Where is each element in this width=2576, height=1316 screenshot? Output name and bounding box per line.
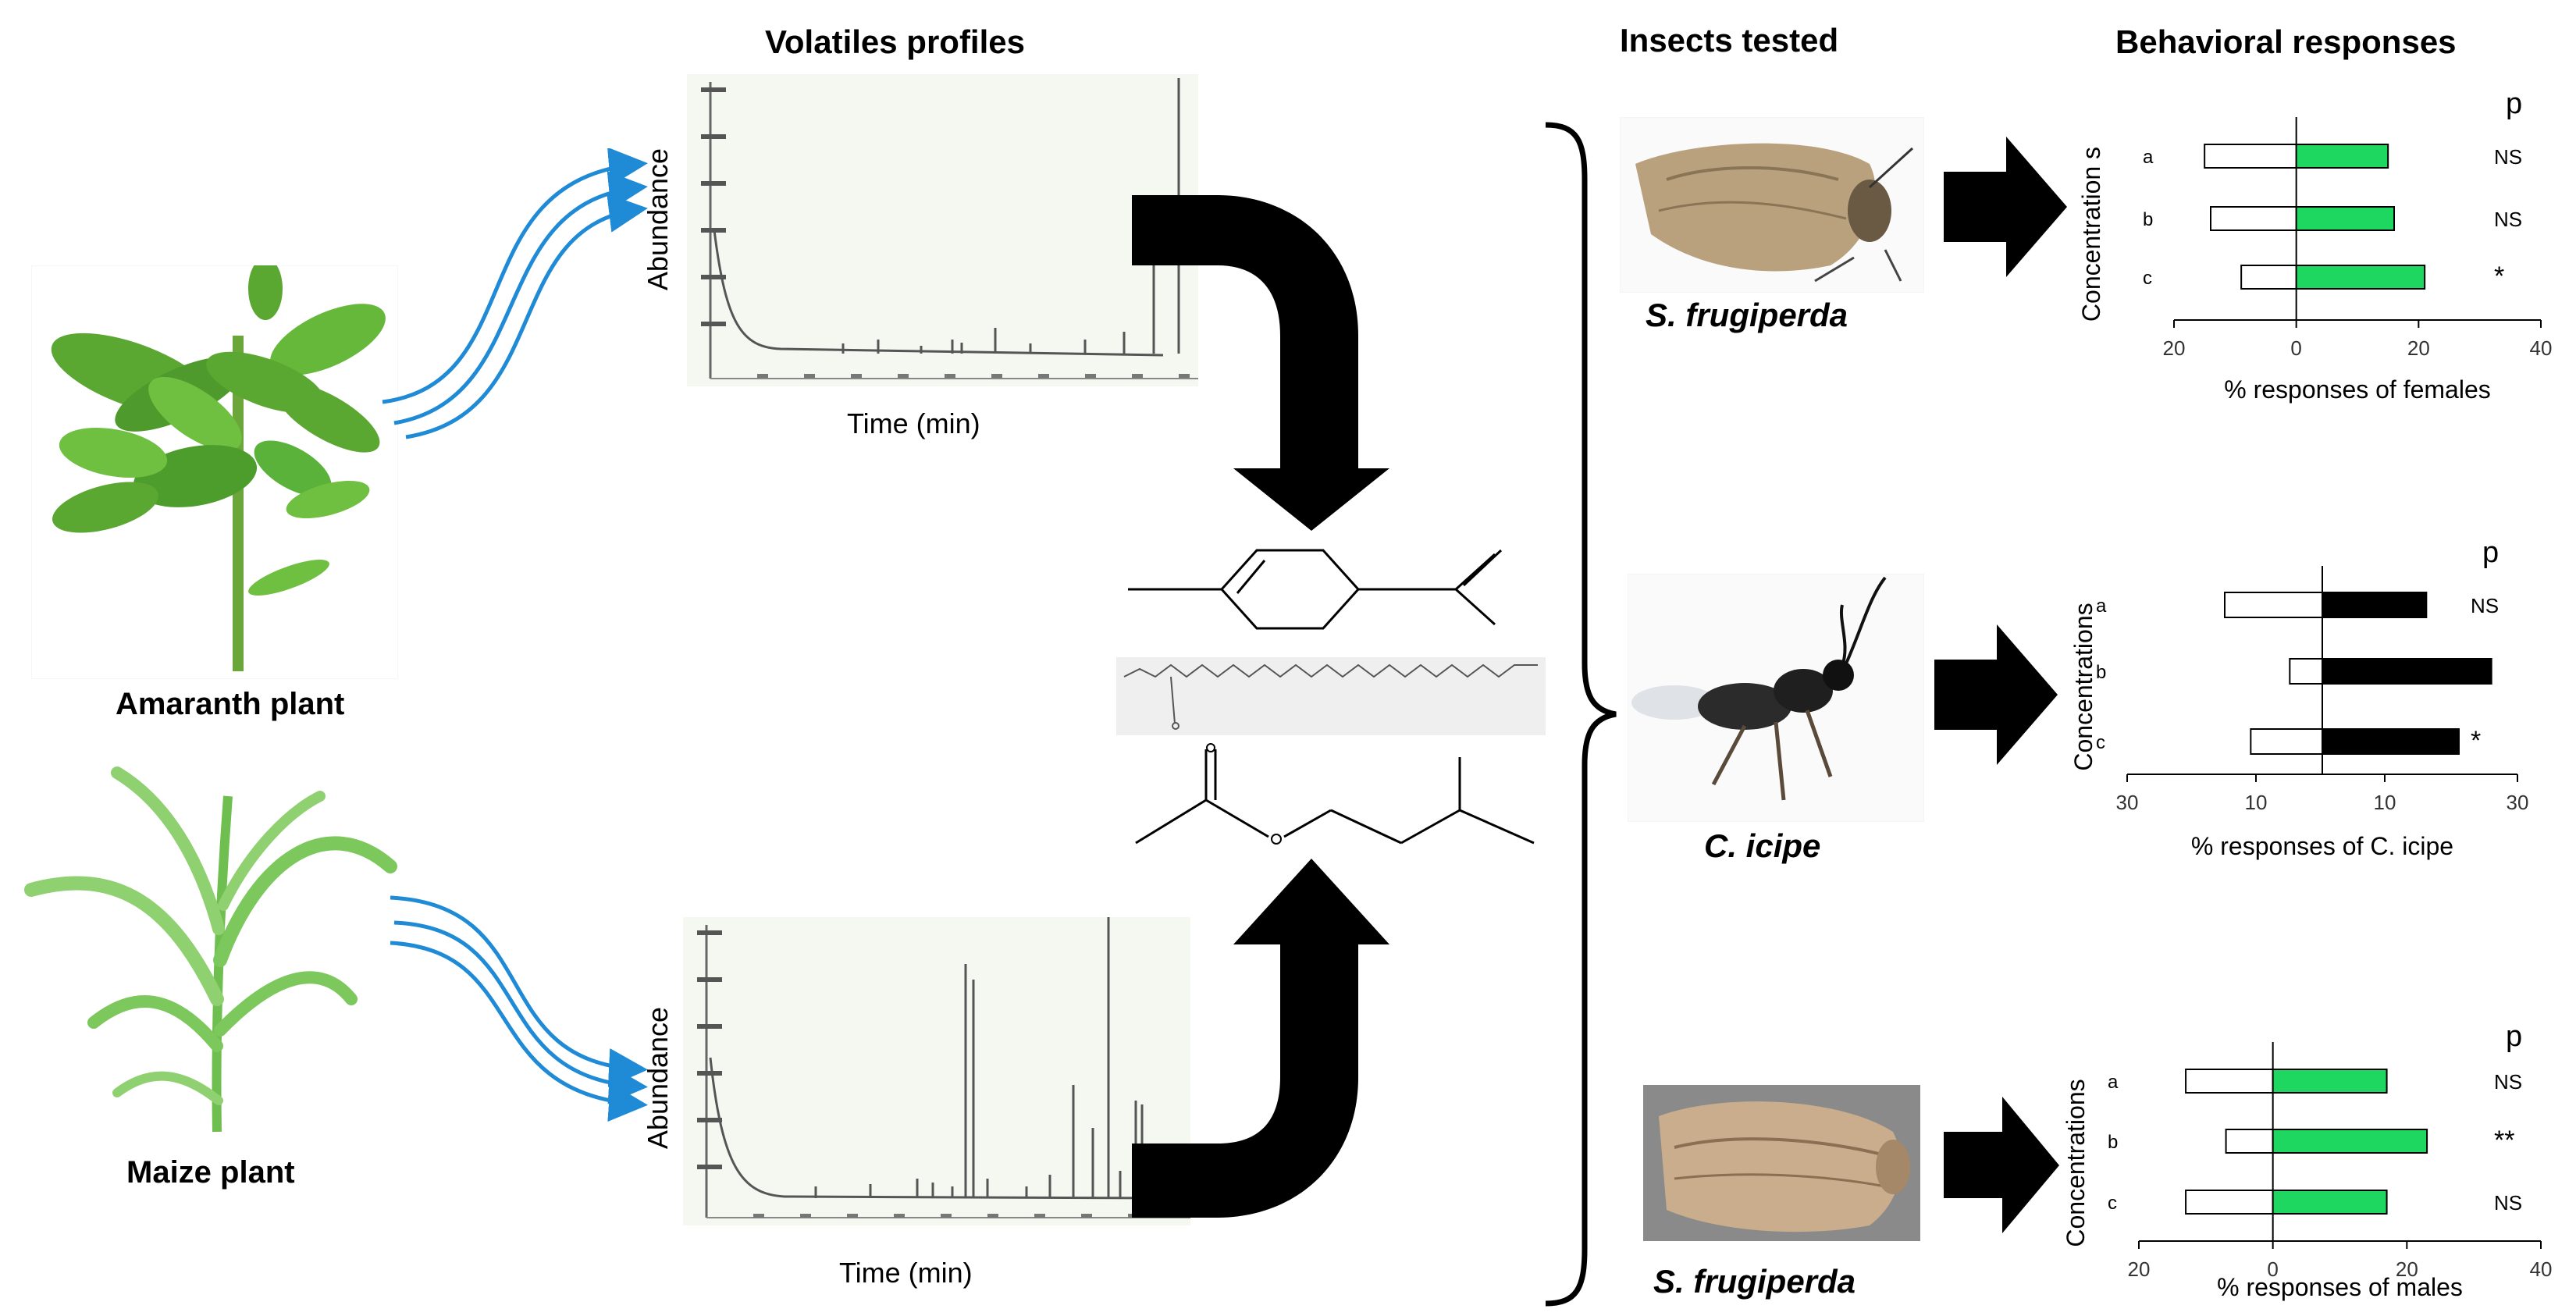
bar-negative [2210, 206, 2297, 231]
x-tick-label: 40 [2530, 1257, 2553, 1281]
category-label: c [2143, 268, 2152, 289]
x-tick-label: 0 [2267, 1257, 2278, 1281]
x-tick-label: 20 [2163, 336, 2186, 360]
significance-label: NS [2494, 145, 2522, 169]
significance-label: NS [2494, 1070, 2522, 1094]
block-arrow-1 [1944, 137, 2067, 277]
volatile-arrows-maize [390, 895, 648, 1122]
chromatogram-top-xlabel: Time (min) [847, 407, 980, 439]
bar-negative [2225, 1129, 2274, 1154]
heading-volatiles-profiles: Volatiles profiles [765, 23, 1025, 60]
bar-positive [2322, 728, 2460, 755]
x-tick-label: 30 [2116, 791, 2139, 814]
y-axis-label: Concentration s [2077, 147, 2105, 322]
maize-plant-image [24, 766, 397, 1133]
bar-negative [2185, 1069, 2274, 1094]
x-tick-label: 30 [2507, 791, 2529, 814]
chromatogram-top [687, 74, 1198, 386]
insect-label-second: C. icipe [1704, 827, 1821, 864]
bar-positive [2295, 206, 2395, 231]
curved-arrow-down [1132, 195, 1389, 531]
category-label: b [2096, 662, 2106, 683]
significance-label: NS [2494, 208, 2522, 231]
p-header: p [2506, 1020, 2522, 1053]
bar-negative [2250, 728, 2324, 755]
p-header: p [2506, 87, 2522, 120]
category-label: c [2096, 732, 2105, 753]
bar-negative [2204, 144, 2297, 169]
bar-positive [2272, 1190, 2388, 1215]
chromatogram-top-ylabel: Abundance [642, 148, 674, 291]
significance-label: NS [2471, 594, 2499, 617]
bar-negative [2289, 658, 2324, 685]
significance-label: * [2471, 726, 2481, 756]
x-tick-label: 40 [2530, 336, 2553, 360]
x-tick-label: 0 [2290, 336, 2301, 360]
y-axis-label: Concentrations [2062, 1079, 2090, 1247]
category-label: a [2108, 1072, 2119, 1093]
bar-positive [2295, 144, 2389, 169]
x-tick-label: 20 [2396, 1257, 2418, 1281]
y-axis-label: Concentrations [2069, 603, 2097, 770]
maize-plant-label: Maize plant [126, 1155, 295, 1190]
x-axis-label: % responses of females [2224, 375, 2491, 404]
category-label: b [2143, 209, 2153, 230]
chemical-structure-limonene [1128, 549, 1503, 630]
insect-image-spodoptera-female [1620, 117, 1924, 293]
x-tick-label: 10 [2245, 791, 2268, 814]
block-arrow-3 [1944, 1097, 2059, 1233]
bar-negative [2240, 265, 2297, 290]
chromatogram-bottom [683, 917, 1190, 1225]
insect-image-cotesia-icipe [1628, 574, 1924, 822]
chromatogram-bottom-xlabel: Time (min) [839, 1257, 973, 1289]
chemical-structure-isoamyl-acetate [1135, 743, 1535, 845]
insect-label-third: S. frugiperda [1653, 1263, 1856, 1300]
bar-positive [2295, 265, 2426, 290]
response-chart-cicipe: 30 10 10 30 a NS b ** c * p % responses of C. icipe… [2069, 536, 2529, 860]
significance-label: ** [2471, 656, 2491, 685]
curved-arrow-up [1132, 859, 1389, 1218]
category-label: a [2143, 147, 2154, 168]
x-tick-label: 10 [2374, 791, 2396, 814]
category-label: c [2108, 1193, 2117, 1214]
category-label: a [2096, 596, 2107, 617]
chemical-structure-ester-chain [1116, 657, 1546, 735]
heading-insects-tested: Insects tested [1620, 22, 1839, 59]
insect-label-first: S. frugiperda [1646, 297, 1848, 333]
amaranth-plant-label: Amaranth plant [116, 687, 345, 721]
bar-negative [2185, 1190, 2274, 1215]
curly-brace [1545, 122, 1617, 1307]
chromatogram-bottom-ylabel: Abundance [642, 1006, 674, 1150]
significance-label: ** [2494, 1126, 2514, 1155]
category-label: b [2108, 1132, 2118, 1153]
block-arrow-2 [1934, 624, 2058, 765]
insect-image-spodoptera-male [1643, 1085, 1920, 1241]
bar-negative [2224, 592, 2323, 618]
bar-positive [2322, 658, 2492, 685]
x-tick-label: 20 [2128, 1257, 2151, 1281]
bar-positive [2322, 592, 2428, 618]
heading-behavioral-responses: Behavioral responses [2115, 23, 2457, 60]
x-axis-label: % responses of males [2217, 1273, 2463, 1301]
bar-positive [2272, 1069, 2388, 1094]
volatile-arrows-amaranth [382, 148, 648, 439]
x-axis-label: % responses of C. icipe [2191, 832, 2453, 860]
x-tick-label: 20 [2407, 336, 2430, 360]
bar-positive [2272, 1129, 2428, 1154]
p-header: p [2482, 536, 2499, 569]
amaranth-plant-image [31, 265, 398, 679]
significance-label: * [2494, 261, 2504, 291]
significance-label: NS [2494, 1191, 2522, 1215]
